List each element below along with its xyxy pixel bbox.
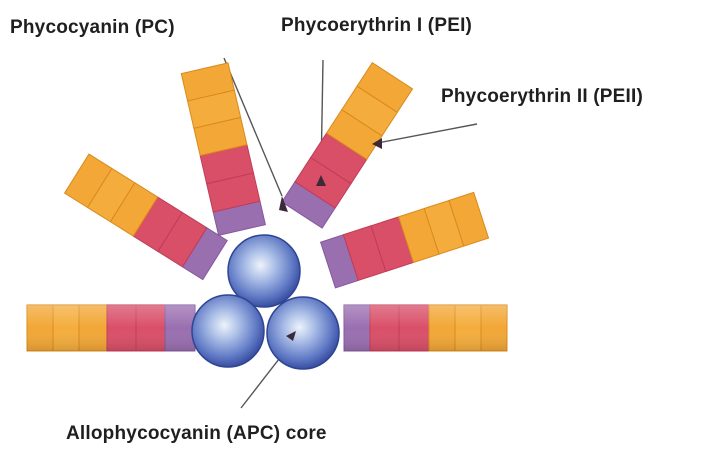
apc-sphere-right (267, 297, 339, 369)
pei-label: Phycoerythrin I (PEI) (281, 15, 472, 37)
pc-label: Phycocyanin (PC) (10, 17, 175, 39)
apc-sphere-left (192, 295, 264, 367)
rod-right-diagonal (321, 192, 489, 287)
rod-left-diagonal (65, 154, 228, 279)
rod-upper-right (282, 63, 413, 228)
peii-label: Phycoerythrin II (PEII) (441, 86, 643, 108)
rod-left-horizontal (27, 305, 195, 351)
rod-upper-left (181, 63, 265, 236)
rod-right-horizontal (344, 305, 507, 351)
apc-core-label: Allophycocyanin (APC) core (66, 423, 327, 445)
